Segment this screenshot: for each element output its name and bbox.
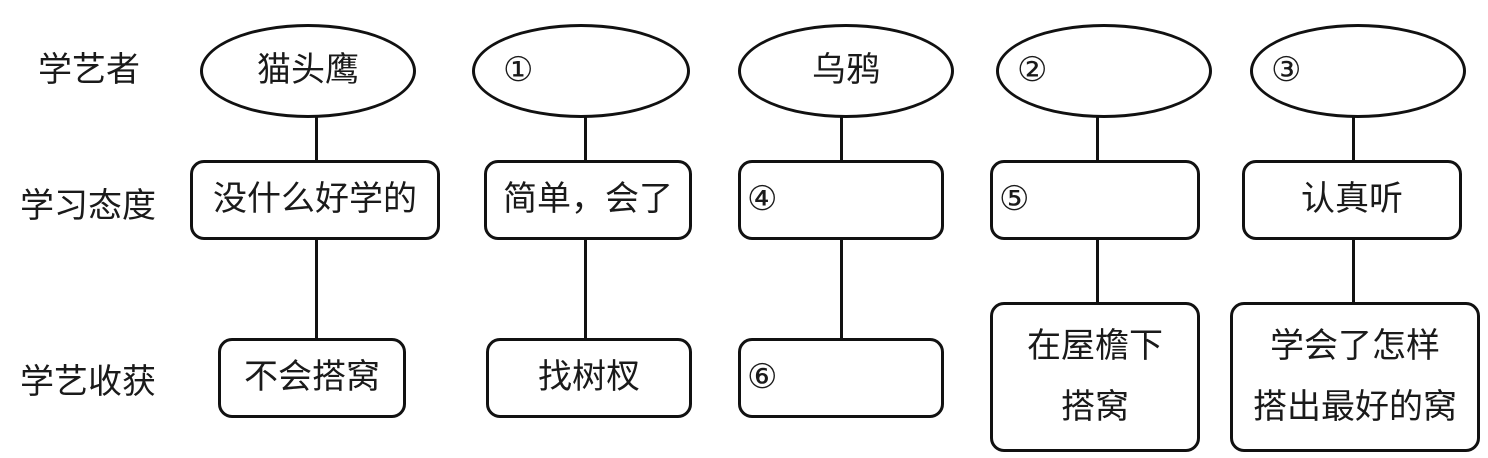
gain-box: 找树杈 bbox=[486, 338, 692, 418]
gain-text: 不会搭窝 bbox=[244, 357, 380, 398]
row-label-attitude: 学习态度 bbox=[20, 186, 156, 226]
learner-oval: 乌鸦 bbox=[738, 24, 954, 118]
gain-box: ⑥ bbox=[738, 338, 944, 418]
gain-text-line-1: 学会了怎样 bbox=[1270, 325, 1440, 366]
gain-text-line-2: 搭出最好的窝 bbox=[1253, 387, 1457, 427]
attitude-text: 简单，会了 bbox=[503, 179, 673, 220]
learner-text: 乌鸦 bbox=[812, 50, 880, 91]
attitude-box: 简单，会了 bbox=[484, 160, 692, 240]
gain-text-line-2: 搭窝 bbox=[1061, 387, 1129, 427]
connector-line bbox=[840, 236, 843, 343]
connector-line bbox=[1096, 236, 1099, 306]
learner-oval: ③ bbox=[1250, 24, 1466, 118]
attitude-text: 认真听 bbox=[1301, 179, 1403, 220]
learner-oval: ① bbox=[472, 24, 690, 118]
connector-line bbox=[584, 100, 587, 165]
learner-oval: ② bbox=[996, 24, 1212, 118]
gain-box: 在屋檐下 搭窝 bbox=[990, 302, 1200, 452]
connector-line bbox=[315, 100, 318, 165]
attitude-box: 认真听 bbox=[1242, 160, 1462, 240]
learner-text: 猫头鹰 bbox=[257, 50, 359, 91]
connector-line bbox=[1096, 100, 1099, 165]
row-label-gain: 学艺收获 bbox=[20, 362, 156, 402]
gain-text-line-1: 在屋檐下 bbox=[1027, 325, 1163, 366]
connector-line bbox=[315, 236, 318, 343]
attitude-text: 没什么好学的 bbox=[213, 179, 417, 220]
gain-text: 找树杈 bbox=[538, 357, 640, 398]
attitude-box: 没什么好学的 bbox=[190, 160, 440, 240]
connector-line bbox=[1352, 236, 1355, 306]
gain-text: ⑥ bbox=[747, 357, 778, 398]
attitude-text: ⑤ bbox=[999, 179, 1030, 220]
learner-text: ③ bbox=[1271, 50, 1302, 91]
gain-box: 不会搭窝 bbox=[218, 338, 406, 418]
gain-box: 学会了怎样 搭出最好的窝 bbox=[1230, 302, 1480, 452]
learner-oval: 猫头鹰 bbox=[200, 24, 416, 118]
attitude-box: ⑤ bbox=[990, 160, 1200, 240]
connector-line bbox=[1352, 100, 1355, 165]
connector-line bbox=[840, 100, 843, 165]
attitude-text: ④ bbox=[747, 179, 778, 220]
learner-text: ① bbox=[503, 50, 534, 91]
connector-line bbox=[584, 236, 587, 343]
learner-text: ② bbox=[1017, 50, 1048, 91]
attitude-box: ④ bbox=[738, 160, 944, 240]
row-label-learner: 学艺者 bbox=[38, 50, 140, 90]
